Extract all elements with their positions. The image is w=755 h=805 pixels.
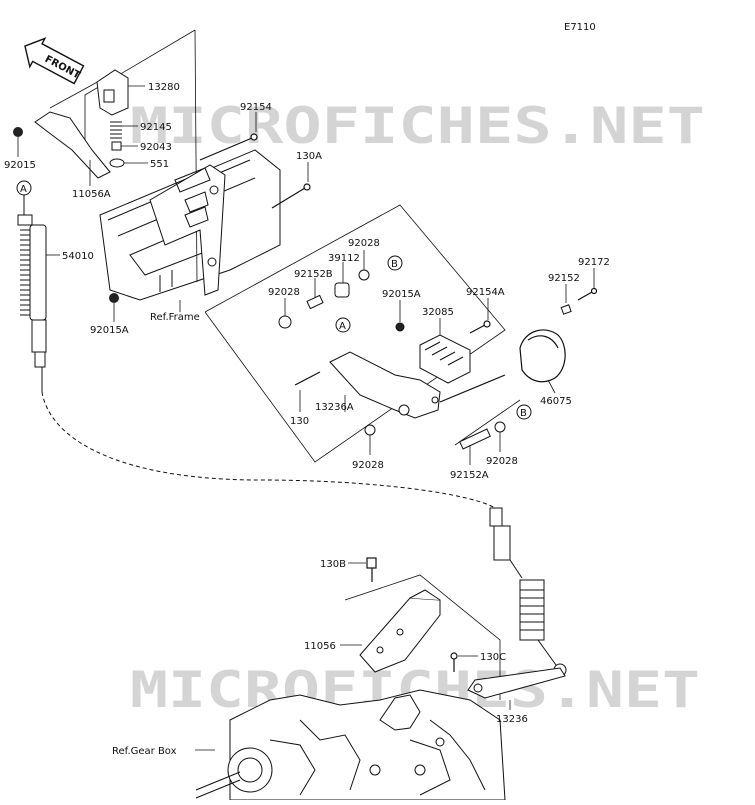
shift-bracket-13280 [96,69,129,116]
diagram-code: E7110 [564,22,596,33]
nut-92015 [13,127,23,137]
frame-body [99,149,281,301]
watermark-top: MICROFICHES.NET [130,97,705,155]
marker-b-upper: B [387,255,403,271]
label-92028-right: 92028 [486,456,518,467]
bolt-130C [450,652,458,672]
svg-text:B: B [520,408,527,419]
bolt-92172 [577,287,598,301]
svg-text:B: B [391,259,398,270]
label-46075: 46075 [540,396,572,407]
bolt-92154A [469,320,491,334]
knob-46075 [519,329,566,383]
leader-lines [17,85,595,751]
label-92152A: 92152A [450,470,489,481]
label-92043: 92043 [140,142,172,153]
pin-92152 [560,304,572,315]
svg-text:A: A [20,184,27,195]
marker-a-middle: A [335,317,351,333]
svg-text:A: A [339,321,346,332]
middle-frame-lines [204,204,521,463]
part-labels: 13280 92154 92145 92043 551 92015 11056A… [4,82,610,757]
gear-box [195,689,506,801]
label-92028-left: 92028 [268,287,300,298]
label-92145: 92145 [140,122,172,133]
label-11056A: 11056A [72,189,111,200]
front-arrow-icon: FRONT [24,37,85,85]
label-ref-gearbox: Ref.Gear Box [112,746,177,757]
label-11056: 11056 [304,641,336,652]
label-92152: 92152 [548,273,580,284]
shift-rod [439,374,506,403]
label-13236: 13236 [496,714,528,725]
label-130B: 130B [320,559,346,570]
label-92154A: 92154A [466,287,505,298]
holder-32085 [419,334,471,384]
label-130: 130 [290,416,309,427]
label-32085: 32085 [422,307,454,318]
label-130A: 130A [296,151,322,162]
spring-92145 [110,121,122,139]
shift-lever-13236A [329,351,441,419]
label-39112: 39112 [328,253,360,264]
label-92028-top: 92028 [348,238,380,249]
lever-13236 [467,667,566,699]
marker-b-lower: B [516,404,532,420]
cap-551 [109,158,125,168]
bolt-130A [271,183,311,209]
label-54010: 54010 [62,251,94,262]
label-92154: 92154 [240,102,272,113]
label-130C: 130C [480,652,506,663]
bracket-11056A [34,111,111,179]
label-551: 551 [150,159,169,170]
bolt-130B [366,557,377,582]
nut-92015A-lower [109,293,119,303]
bracket-11056 [359,589,441,673]
label-92152B: 92152B [294,269,333,280]
label-13236A: 13236A [315,402,354,413]
pin-92152A [459,428,491,450]
label-92172: 92172 [578,257,610,268]
lower-frame-lines [344,574,501,700]
bolt-92154 [199,133,258,161]
parts-39112-group [278,269,506,436]
label-ref-frame: Ref.Frame [150,312,200,323]
label-92015A-middle: 92015A [382,289,421,300]
label-92015: 92015 [4,160,36,171]
marker-a-top: A [16,180,32,196]
label-13280: 13280 [148,82,180,93]
label-92015A-left: 92015A [90,325,129,336]
pin-92043 [111,141,122,151]
label-92028-bottom: 92028 [352,460,384,471]
